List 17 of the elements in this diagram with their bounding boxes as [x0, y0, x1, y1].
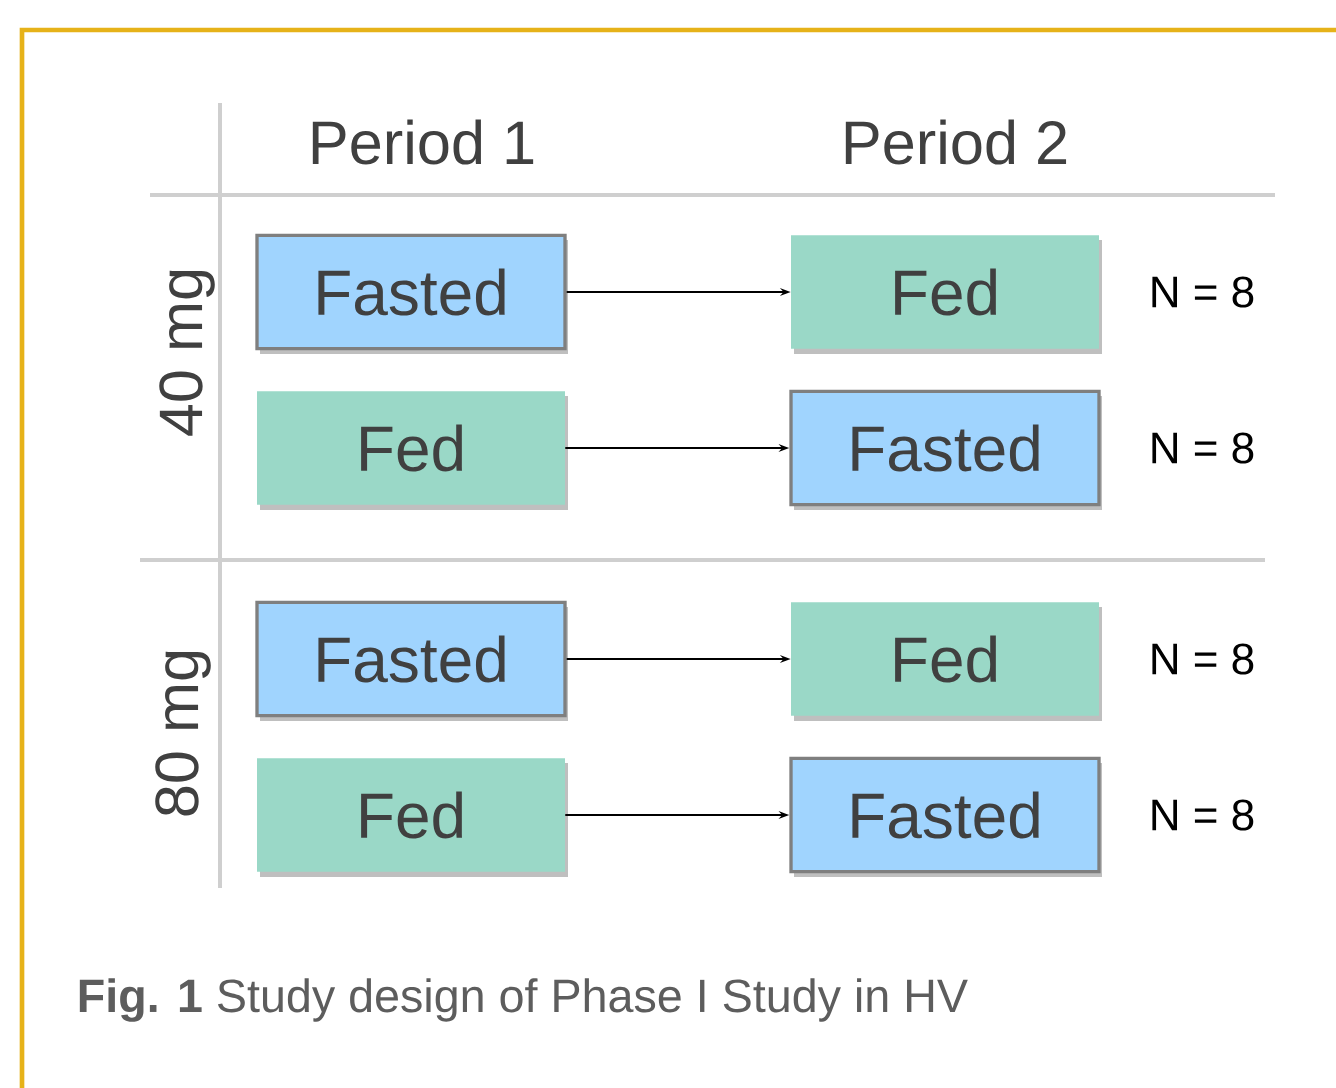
sample-size-label: N = 8 [1152, 643, 1254, 675]
condition-box: Fasted [255, 600, 567, 718]
sample-size-label: N = 8 [1152, 799, 1254, 831]
condition-box: Fed [257, 391, 565, 505]
sample-size-label: N = 8 [1152, 276, 1254, 308]
condition-box: Fasted [789, 756, 1101, 874]
condition-box: Fed [791, 602, 1099, 716]
figure-caption: Fig. 1 Study design of Phase I Study in HV [79, 978, 968, 1022]
dose-label: 40 mg [159, 270, 215, 436]
dose-label: 80 mg [155, 651, 211, 816]
condition-box: Fed [257, 758, 565, 872]
column-header: Period 2 [845, 119, 1067, 165]
column-header: Period 1 [312, 119, 534, 165]
condition-box: Fasted [789, 389, 1101, 507]
sample-size-label: N = 8 [1152, 432, 1254, 464]
condition-box: Fed [791, 235, 1099, 349]
condition-box: Fasted [255, 233, 567, 351]
